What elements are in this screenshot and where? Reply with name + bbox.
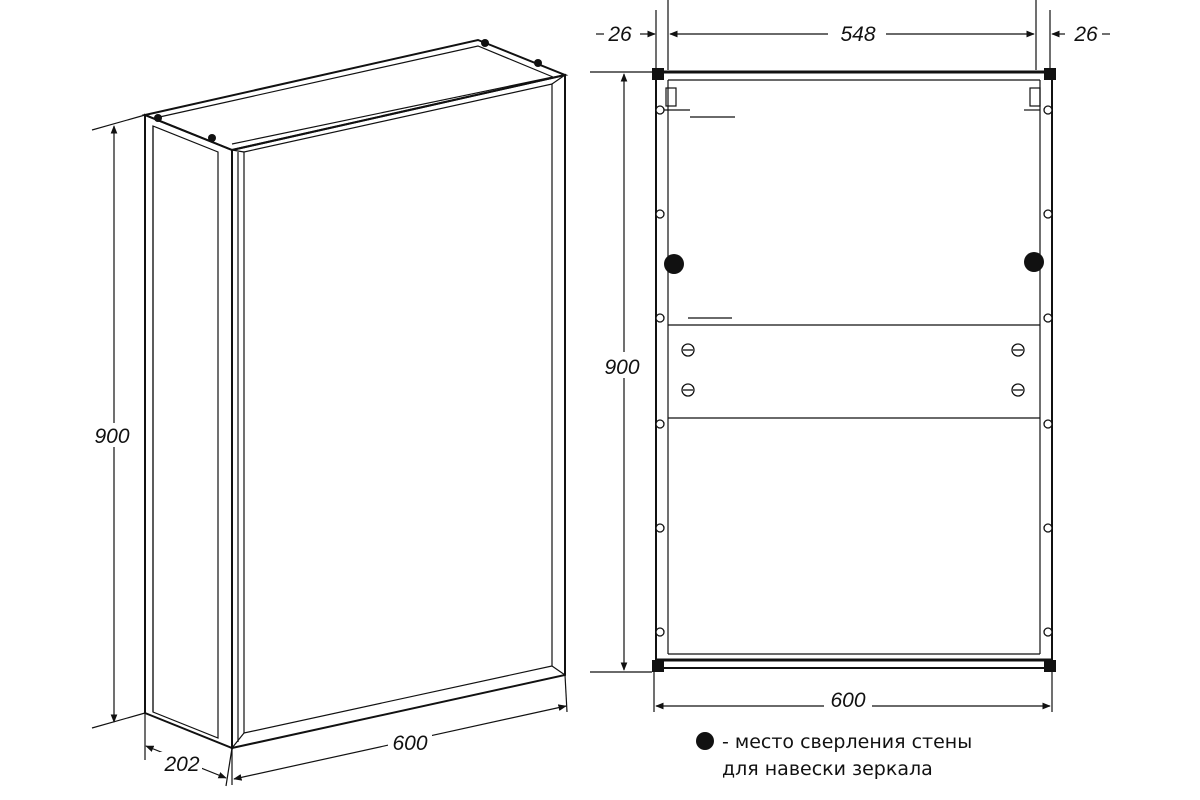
top-hole-icon — [534, 59, 542, 67]
screw-holes — [681, 343, 1025, 397]
drill-point-icon — [664, 254, 684, 274]
rear-inner-width-label: 548 — [840, 23, 875, 46]
corner-block-icon — [1044, 660, 1056, 672]
cabinet-side-face — [144, 113, 233, 750]
rear-height-label: 900 — [604, 356, 639, 379]
rear-panel-outline — [655, 71, 1053, 669]
iso-height-dimension: 900 — [91, 114, 146, 729]
iso-height-label: 900 — [94, 425, 129, 448]
rear-height-dimension: 900 — [590, 71, 652, 673]
rear-top-dimensions: 548 26 26 — [596, 0, 1110, 70]
rear-width-dimension: 600 — [653, 672, 1053, 712]
rear-width-label: 600 — [830, 689, 865, 712]
bracket-icon — [1024, 87, 1041, 111]
isometric-view: 900 202 600 — [91, 38, 569, 787]
top-hole-icon — [208, 134, 216, 142]
iso-width-label: 600 — [392, 732, 427, 755]
iso-width-dimension: 600 — [231, 674, 568, 785]
corner-block-icon — [652, 68, 664, 80]
peg-holes — [655, 105, 1053, 637]
legend: - место сверления стены для навески зерк… — [696, 731, 972, 780]
cabinet-front-frame — [231, 73, 566, 750]
legend-line-2: для навески зеркала — [722, 758, 933, 780]
rear-right-offset-label: 26 — [1073, 23, 1098, 46]
iso-depth-dimension: 202 — [144, 713, 233, 787]
drill-point-icon — [1024, 252, 1044, 272]
corner-block-icon — [1044, 68, 1056, 80]
corner-block-icon — [652, 660, 664, 672]
top-hole-icon — [481, 39, 489, 47]
rear-view: 548 26 26 900 600 — [590, 0, 1110, 712]
rear-left-offset-label: 26 — [607, 23, 632, 46]
iso-depth-label: 202 — [163, 753, 199, 776]
bracket-icon — [660, 87, 690, 111]
drill-point-icon — [696, 732, 714, 750]
legend-line-1: - место сверления стены — [722, 731, 972, 753]
